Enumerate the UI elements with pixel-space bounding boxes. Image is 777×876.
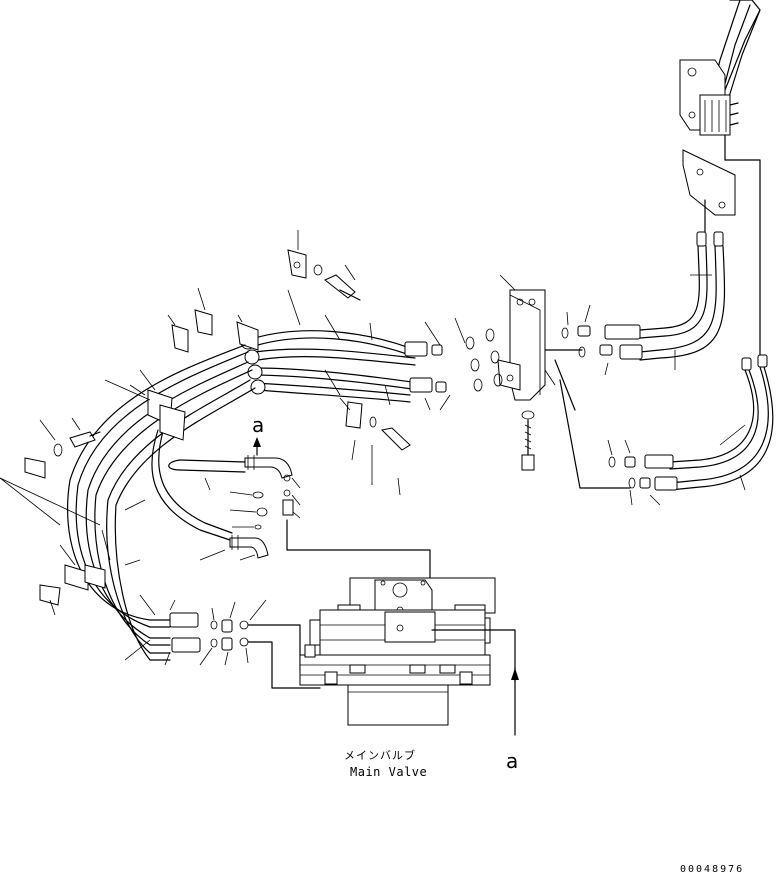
upper-right-bracket-assembly bbox=[679, 0, 761, 356]
left-hose-bundle bbox=[0, 344, 256, 666]
center-bracket bbox=[465, 274, 631, 489]
main-valve-label-en: Main Valve bbox=[350, 765, 427, 779]
right-hoses bbox=[577, 231, 774, 506]
top-clamps bbox=[167, 230, 411, 496]
drawing-id: 00048976 bbox=[680, 864, 744, 875]
reference-arrow-a-right bbox=[431, 629, 519, 736]
marker-a-left: a bbox=[252, 413, 264, 437]
main-valve-label-jp: メインバルブ bbox=[344, 748, 416, 762]
main-valve bbox=[299, 577, 496, 726]
upper-hose-bundle bbox=[240, 314, 466, 411]
marker-a-right: a bbox=[506, 749, 518, 773]
pilot-hoses bbox=[168, 455, 293, 561]
reference-arrow-a-left bbox=[253, 437, 261, 456]
